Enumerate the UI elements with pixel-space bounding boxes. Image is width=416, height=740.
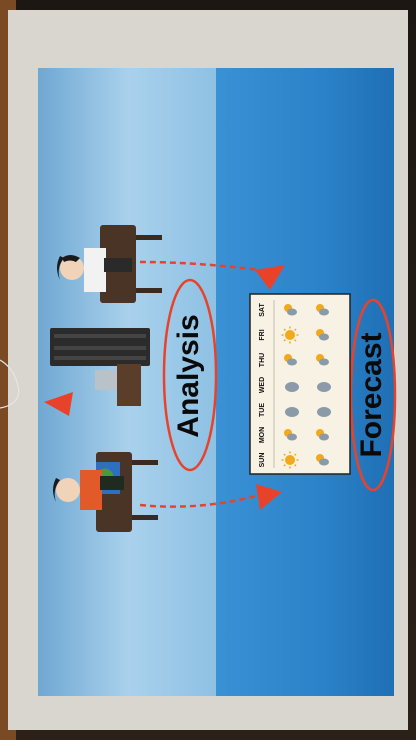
day-label-tue: TUE bbox=[259, 403, 266, 417]
forecast-label: Forecast bbox=[355, 332, 388, 457]
forecast-row2-cloud-icon-3 bbox=[317, 382, 331, 392]
day-label-mon: MON bbox=[259, 427, 266, 443]
forecast-row1-cloud-icon-2 bbox=[285, 407, 299, 417]
forecast-row2-cloud-icon-2 bbox=[317, 407, 331, 417]
day-label-sun: SUN bbox=[259, 453, 266, 468]
day-label-fri: FRI bbox=[259, 329, 266, 340]
forecast-row1-cloud-icon-3 bbox=[285, 382, 299, 392]
person-top-body bbox=[84, 248, 106, 292]
person-bottom-body bbox=[80, 470, 102, 510]
monitor bbox=[95, 370, 117, 390]
person-bottom-head bbox=[56, 478, 80, 502]
analysis-label: Analysis bbox=[172, 314, 205, 437]
day-label-thu: THU bbox=[259, 353, 266, 367]
forecast-card: SUN MON TUE WED THU FRI SAT bbox=[250, 294, 350, 474]
small-desk bbox=[117, 364, 141, 406]
day-label-wed: WED bbox=[259, 377, 266, 393]
day-label-sat: SAT bbox=[259, 303, 266, 317]
